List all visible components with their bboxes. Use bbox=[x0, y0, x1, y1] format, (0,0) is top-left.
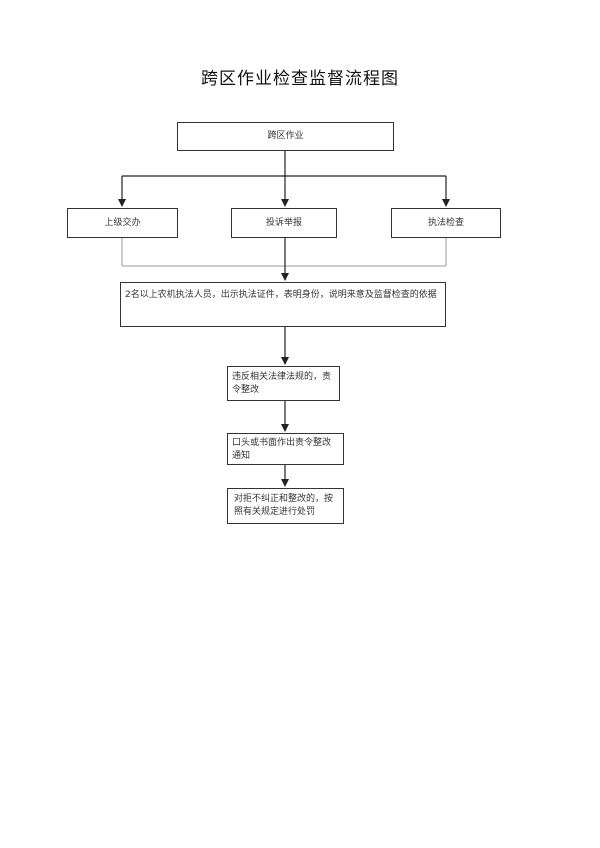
box-branch-c: 执法检查 bbox=[391, 208, 501, 238]
flowchart-title: 跨区作业检查监督流程图 bbox=[201, 69, 399, 89]
box-step3: 口头或书面作出责令整改通知 bbox=[227, 433, 344, 465]
box-branch-b: 投诉举报 bbox=[231, 208, 337, 238]
box-step1: 2名以上农机执法人员，出示执法证件，表明身份，说明来意及监督检查的依据 bbox=[120, 282, 446, 327]
box-branch-a: 上级交办 bbox=[67, 208, 178, 238]
box-step4: 对拒不纠正和整改的，按照有关规定进行处罚 bbox=[227, 488, 344, 524]
box-step2: 违反相关法律法规的，责令整改 bbox=[227, 366, 340, 401]
box-start: 跨区作业 bbox=[177, 122, 394, 151]
